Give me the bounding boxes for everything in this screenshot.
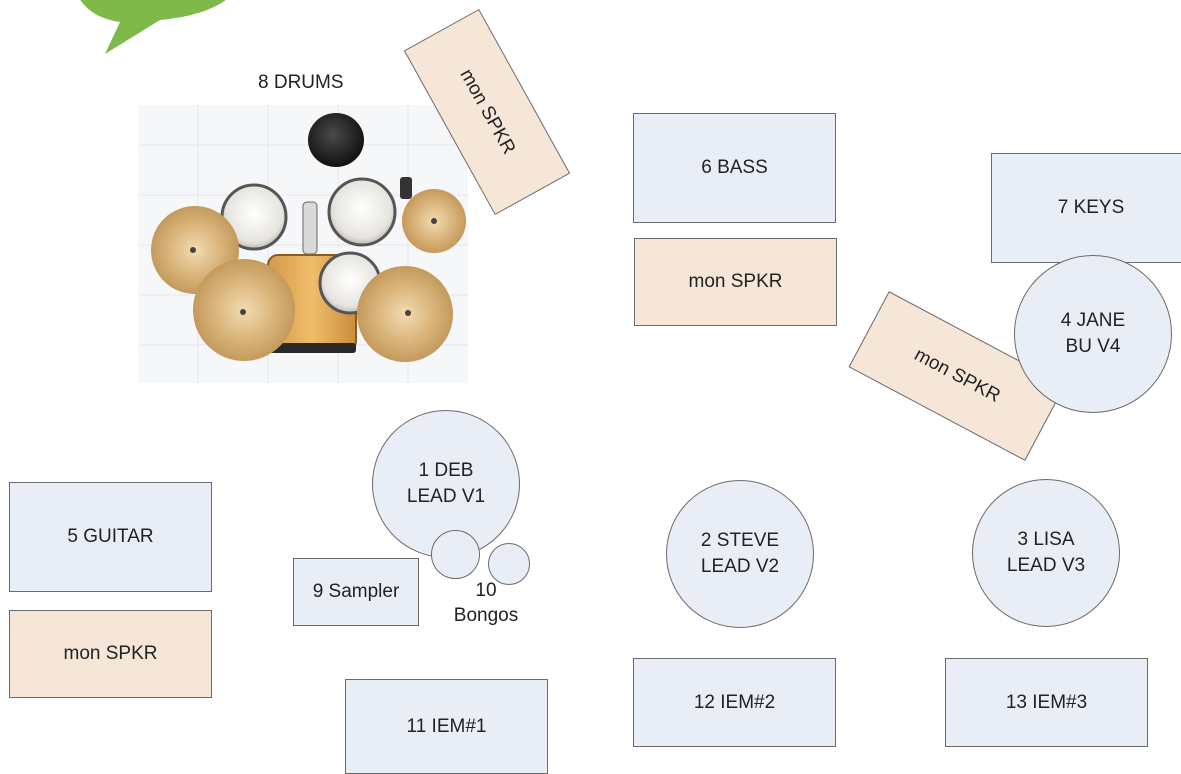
bongo-left bbox=[431, 530, 480, 579]
steve-vocal-position: 2 STEVE LEAD V2 bbox=[666, 480, 814, 628]
iem-2-station: 12 IEM#2 bbox=[633, 658, 836, 747]
bongos-label: 10 Bongos bbox=[453, 580, 519, 626]
steve-label: 2 STEVE LEAD V2 bbox=[700, 530, 780, 577]
lisa-label: 3 LISA LEAD V3 bbox=[1006, 529, 1086, 576]
bass-label: 6 BASS bbox=[701, 157, 768, 179]
deb-label: 1 DEB LEAD V1 bbox=[406, 460, 486, 507]
drums-label: 8 DRUMS bbox=[258, 72, 344, 93]
sampler-station: 9 Sampler bbox=[293, 558, 419, 626]
speech-bubble-logo-icon bbox=[80, 0, 226, 54]
keys-label: 7 KEYS bbox=[1057, 197, 1125, 219]
sampler-label: 9 Sampler bbox=[312, 581, 400, 603]
drum-kit-icon bbox=[138, 105, 468, 383]
iem-3-station: 13 IEM#3 bbox=[945, 658, 1148, 747]
bass-monitor-label: mon SPKR bbox=[688, 271, 783, 293]
keys-station: 7 KEYS bbox=[991, 153, 1181, 263]
bass-station: 6 BASS bbox=[633, 113, 836, 223]
lisa-vocal-position: 3 LISA LEAD V3 bbox=[972, 479, 1120, 627]
iem-3-label: 13 IEM#3 bbox=[1005, 691, 1088, 713]
guitar-monitor-speaker: mon SPKR bbox=[9, 610, 212, 698]
guitar-label: 5 GUITAR bbox=[67, 526, 154, 548]
iem-1-station: 11 IEM#1 bbox=[345, 679, 548, 774]
iem-2-label: 12 IEM#2 bbox=[693, 691, 776, 713]
bongo-right bbox=[488, 543, 530, 585]
jane-vocal-position: 4 JANE BU V4 bbox=[1014, 255, 1172, 413]
drums-monitor-label: mon SPKR bbox=[455, 65, 520, 159]
keys-monitor-label: mon SPKR bbox=[910, 344, 1004, 408]
iem-1-label: 11 IEM#1 bbox=[406, 715, 487, 737]
jane-label: 4 JANE BU V4 bbox=[1060, 310, 1126, 357]
guitar-monitor-label: mon SPKR bbox=[63, 643, 158, 665]
bass-monitor-speaker: mon SPKR bbox=[634, 238, 837, 326]
guitar-station: 5 GUITAR bbox=[9, 482, 212, 592]
